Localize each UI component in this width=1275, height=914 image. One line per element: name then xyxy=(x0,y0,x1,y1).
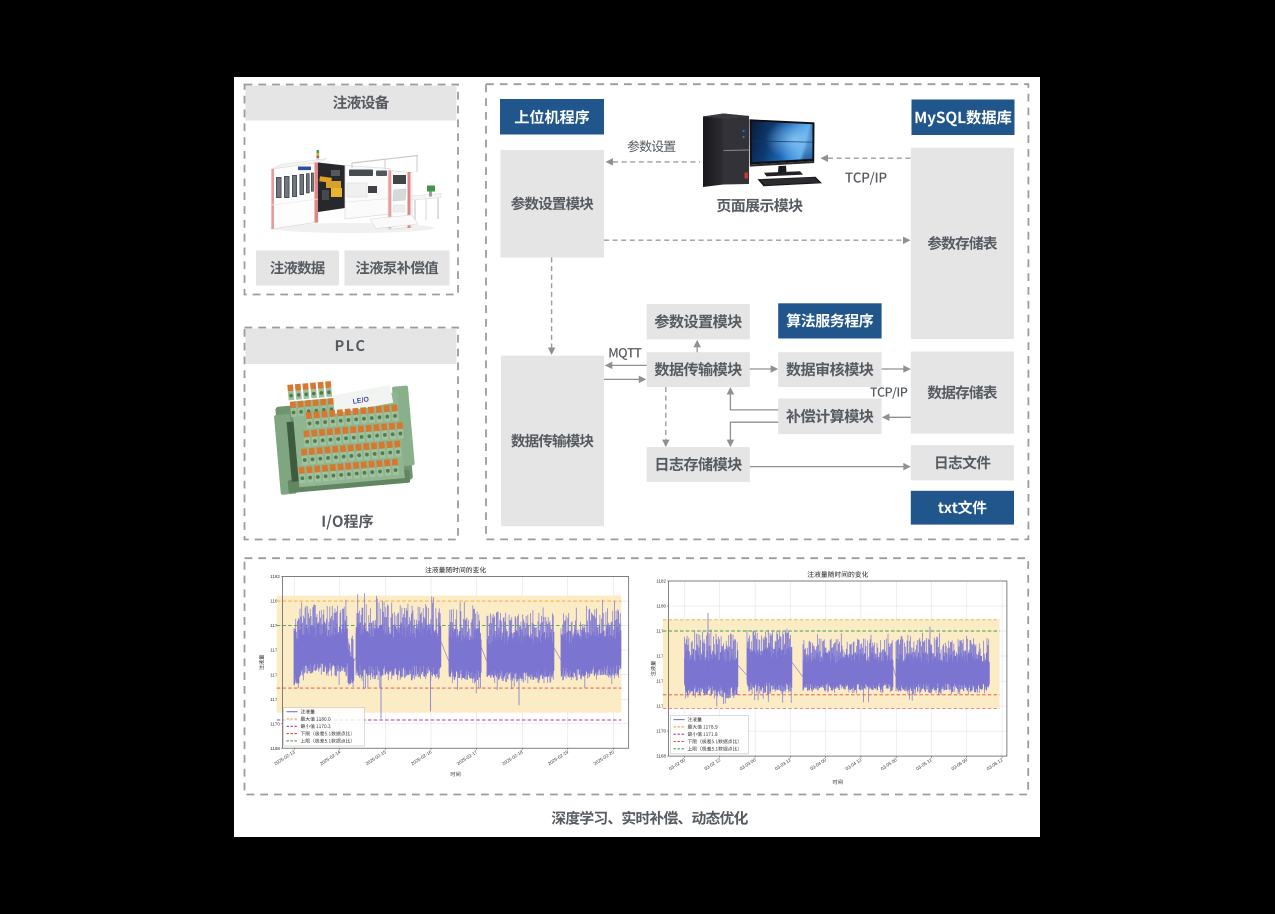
svg-text:1178: 1178 xyxy=(656,629,666,634)
svg-text:1174: 1174 xyxy=(656,679,666,684)
svg-text:1170: 1170 xyxy=(656,729,666,734)
svg-text:1176: 1176 xyxy=(656,654,666,659)
svg-text:1172: 1172 xyxy=(656,704,666,709)
svg-text:1170: 1170 xyxy=(270,721,280,726)
svg-text:1178: 1178 xyxy=(270,623,280,628)
svg-text:1180: 1180 xyxy=(656,604,666,609)
svg-text:1182: 1182 xyxy=(270,574,280,579)
svg-text:LE/O: LE/O xyxy=(352,396,370,406)
svg-text:1168: 1168 xyxy=(656,754,666,759)
svg-text:1176: 1176 xyxy=(270,648,280,653)
svg-text:1180: 1180 xyxy=(270,599,280,604)
svg-text:1172: 1172 xyxy=(270,697,280,702)
svg-text:1168: 1168 xyxy=(270,746,280,751)
svg-text:1182: 1182 xyxy=(656,579,666,584)
svg-text:1174: 1174 xyxy=(270,672,280,677)
